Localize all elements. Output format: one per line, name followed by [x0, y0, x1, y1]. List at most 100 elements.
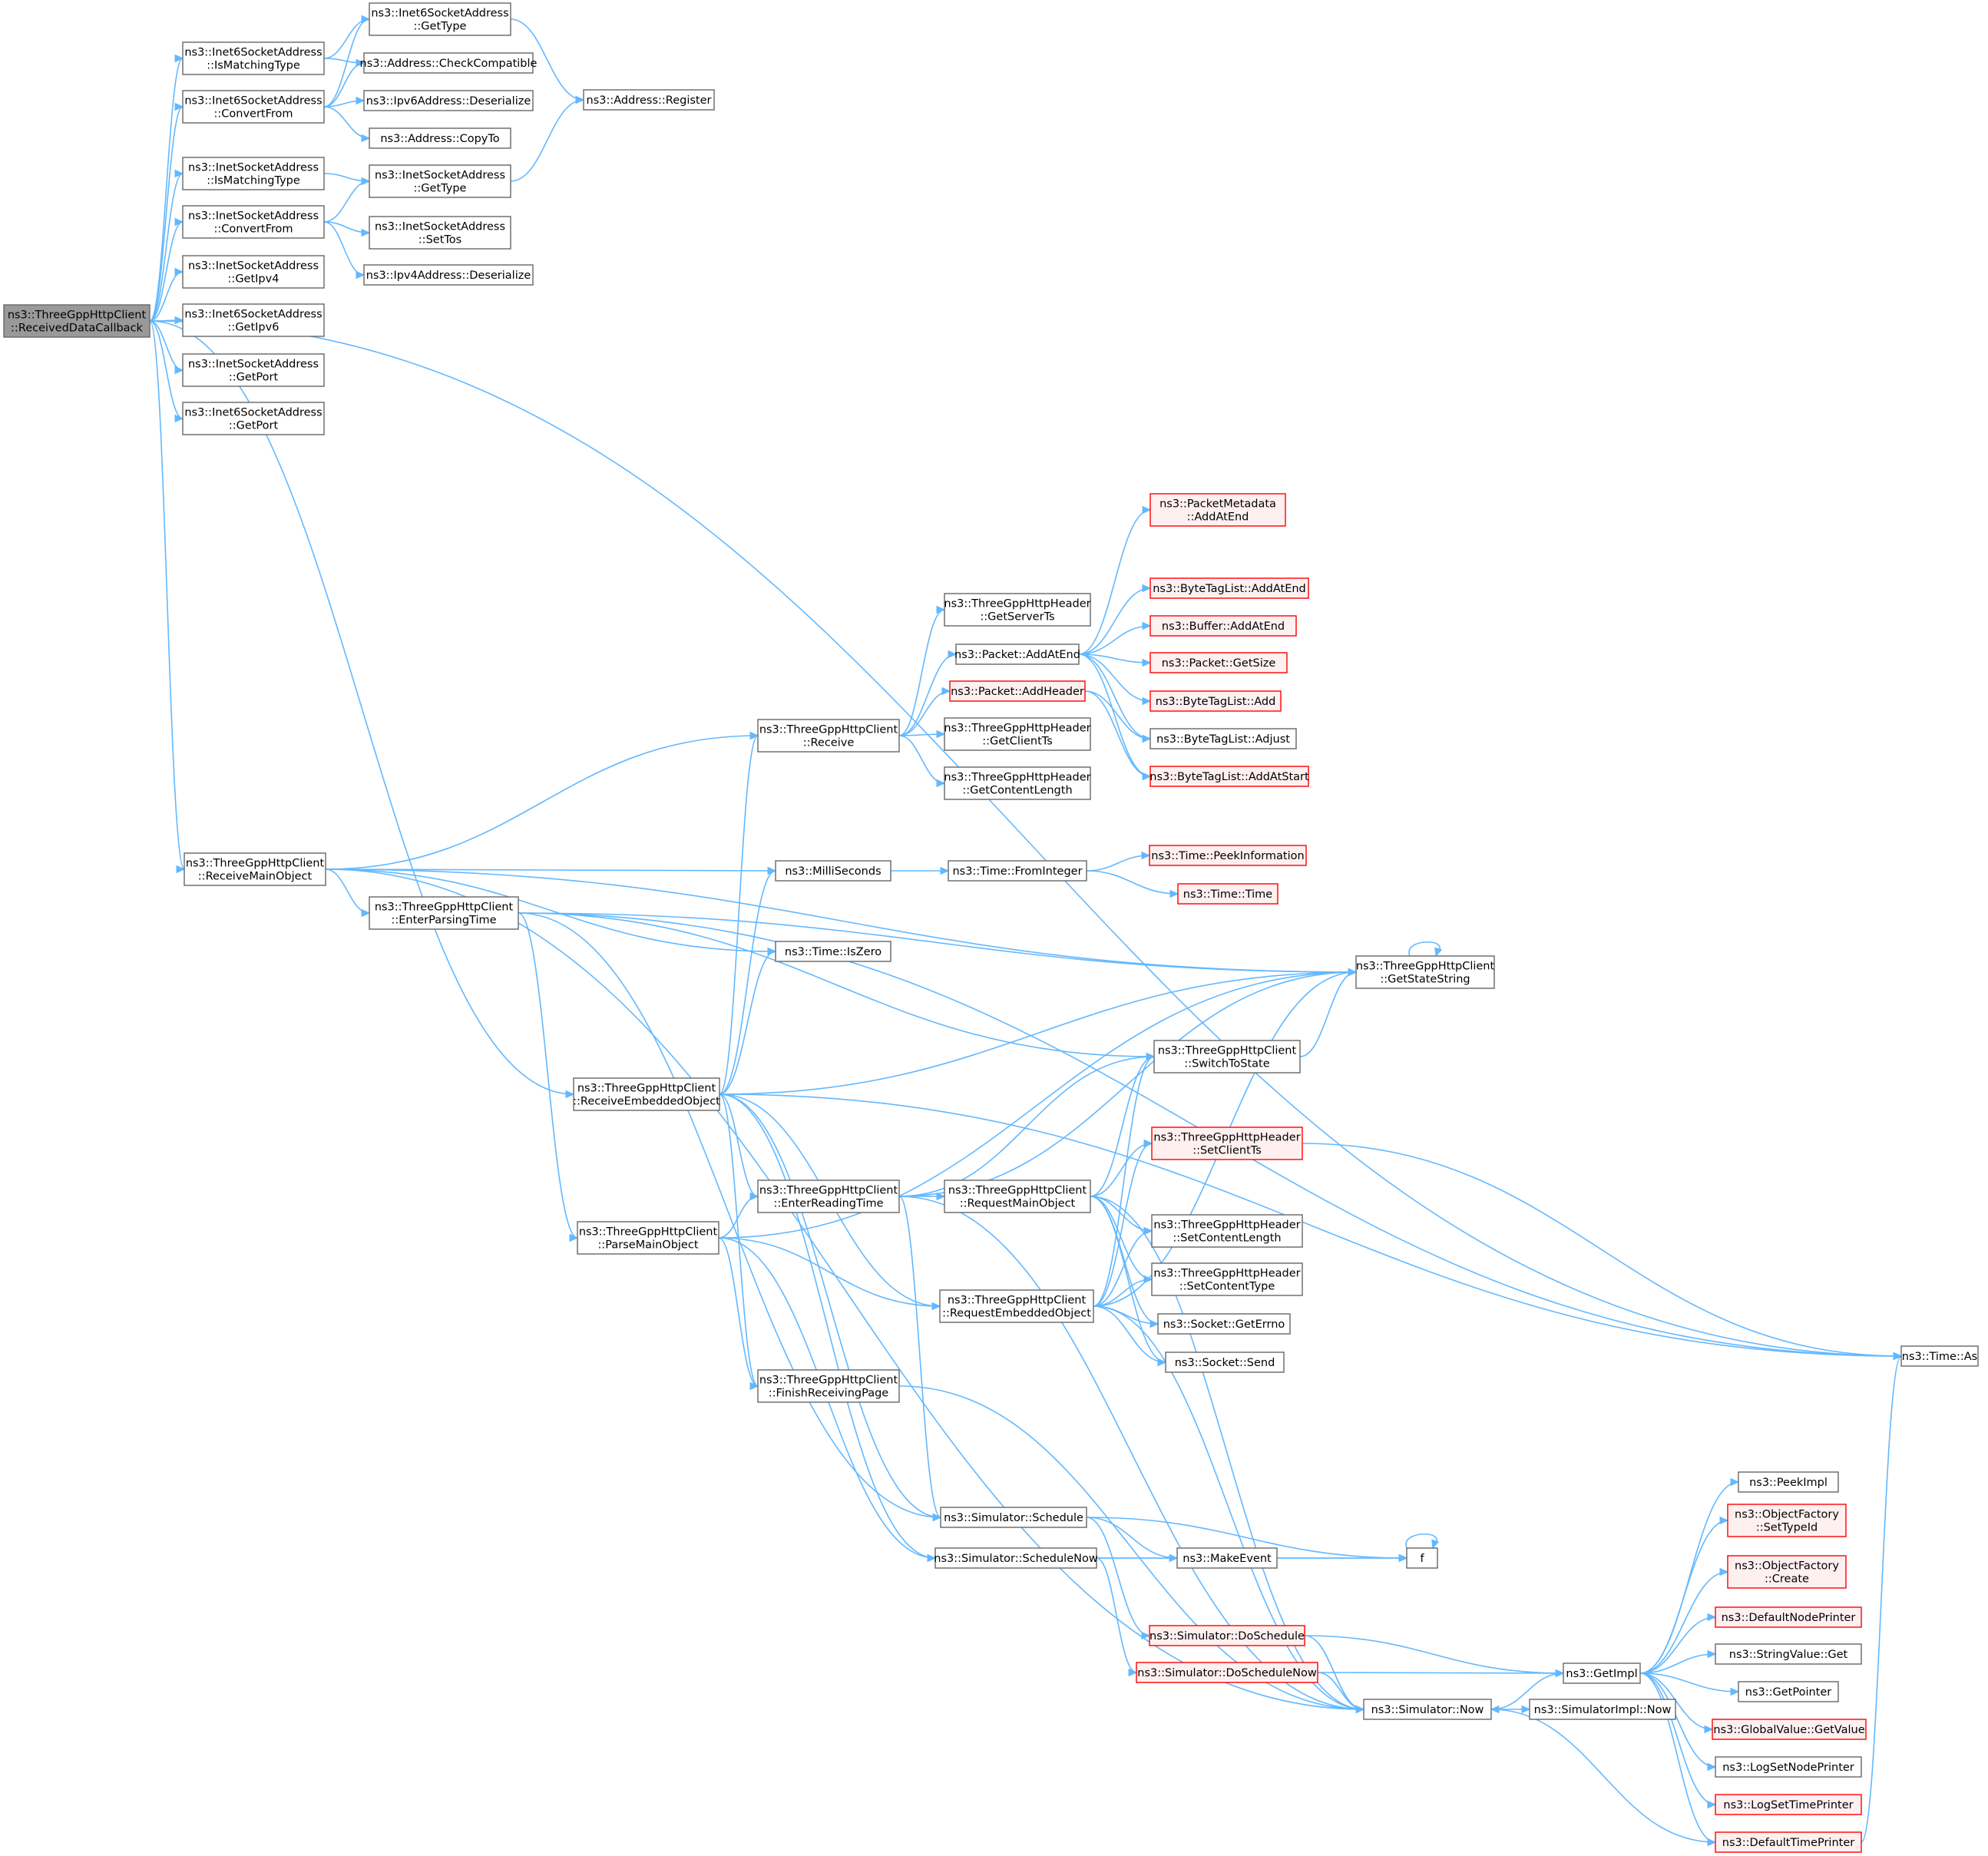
- edge-parse-main-to-req-emb: [718, 1237, 941, 1311]
- node-do-schedule[interactable]: ns3::Simulator::DoSchedule: [1149, 1625, 1305, 1646]
- node-btl-addatend[interactable]: ns3::ByteTagList::AddAtEnd: [1149, 577, 1309, 599]
- node-req-main[interactable]: ns3::ThreeGppHttpClient::RequestMainObje…: [944, 1179, 1091, 1213]
- edge-get-impl-to-get-pointer: [1639, 1672, 1740, 1696]
- edge-arrowhead: [356, 270, 366, 280]
- node-enter-parsing[interactable]: ns3::ThreeGppHttpClient::EnterParsingTim…: [369, 896, 519, 930]
- node-receive[interactable]: ns3::ThreeGppHttpClient::Receive: [757, 719, 900, 753]
- edge-arrowhead: [565, 1090, 575, 1099]
- node-make-event[interactable]: ns3::MakeEvent: [1176, 1547, 1278, 1569]
- node-i4-ismatch[interactable]: ns3::InetSocketAddress::IsMatchingType: [182, 157, 325, 190]
- node-hdr-setcontlen[interactable]: ns3::ThreeGppHttpHeader::SetContentLengt…: [1151, 1214, 1303, 1248]
- node-label: ns3::ThreeGppHttpClient: [759, 724, 898, 736]
- node-get-state-str[interactable]: ns3::ThreeGppHttpClient::GetStateString: [1355, 955, 1495, 989]
- node-simimpl-now[interactable]: ns3::SimulatorImpl::Now: [1529, 1699, 1676, 1720]
- node-label: ::GetStateString: [1380, 974, 1470, 986]
- edge-root-to-i4-ismatch: [149, 169, 184, 322]
- edge-arrowhead: [569, 1233, 579, 1242]
- node-strval-get[interactable]: ns3::StringValue::Get: [1715, 1643, 1862, 1665]
- node-sock-send[interactable]: ns3::Socket::Send: [1165, 1351, 1285, 1373]
- node-label: ns3::MakeEvent: [1183, 1553, 1272, 1565]
- node-time-as[interactable]: ns3::Time::As: [1900, 1345, 1979, 1367]
- node-sim-schedule[interactable]: ns3::Simulator::Schedule: [940, 1507, 1087, 1528]
- node-box: [182, 303, 325, 337]
- node-addr-copyto[interactable]: ns3::Address::CopyTo: [369, 127, 511, 149]
- node-hdr-clientts[interactable]: ns3::ThreeGppHttpHeader::GetClientTs: [944, 717, 1091, 751]
- node-addr-check[interactable]: ns3::Address::CheckCompatible: [360, 52, 538, 74]
- node-do-schednow[interactable]: ns3::Simulator::DoScheduleNow: [1136, 1662, 1318, 1683]
- node-i6-ismatch[interactable]: ns3::Inet6SocketAddress::IsMatchingType: [182, 41, 325, 75]
- node-ipv6-deser[interactable]: ns3::Ipv6Address::Deserialize: [363, 90, 534, 111]
- edge-line: [325, 735, 759, 870]
- node-time-time[interactable]: ns3::Time::Time: [1177, 883, 1278, 905]
- node-finish-page[interactable]: ns3::ThreeGppHttpClient::FinishReceiving…: [757, 1369, 900, 1403]
- node-hdr-serverts[interactable]: ns3::ThreeGppHttpHeader::GetServerTs: [944, 593, 1091, 627]
- node-switch-state[interactable]: ns3::ThreeGppHttpClient::SwitchToState: [1153, 1040, 1301, 1074]
- node-i4-getport[interactable]: ns3::InetSocketAddress::GetPort: [182, 353, 325, 387]
- edge-do-schednow-to-sim-now: [1317, 1672, 1365, 1714]
- node-ipv4-deser[interactable]: ns3::Ipv4Address::Deserialize: [363, 264, 534, 286]
- edge-root-to-recv-emb: [149, 320, 575, 1099]
- node-label: ns3::ThreeGppHttpHeader: [1153, 1268, 1300, 1280]
- edge-receive-to-pkt-addatend: [898, 650, 958, 736]
- node-i4-gettype[interactable]: ns3::InetSocketAddress::GetType: [369, 164, 511, 198]
- node-hdr-setclientts[interactable]: ns3::ThreeGppHttpHeader::SetClientTs: [1151, 1127, 1303, 1160]
- edge-pkt-addheader-to-btl-adjust: [1084, 690, 1152, 743]
- node-hdr-setconttype[interactable]: ns3::ThreeGppHttpHeader::SetContentType: [1151, 1262, 1303, 1296]
- node-i4-getipv4[interactable]: ns3::InetSocketAddress::GetIpv4: [182, 255, 325, 289]
- node-box: [577, 1221, 719, 1255]
- node-def-node-printer[interactable]: ns3::DefaultNodePrinter: [1715, 1606, 1862, 1628]
- edge-recv-main-to-enter-parsing: [325, 868, 371, 918]
- node-i4-conv[interactable]: ns3::InetSocketAddress::ConvertFrom: [182, 205, 325, 239]
- node-get-impl[interactable]: ns3::GetImpl: [1563, 1662, 1641, 1684]
- node-of-create[interactable]: ns3::ObjectFactory::Create: [1727, 1555, 1847, 1589]
- node-peek-impl[interactable]: ns3::PeekImpl: [1738, 1471, 1839, 1493]
- node-gv-getvalue[interactable]: ns3::GlobalValue::GetValue: [1712, 1719, 1867, 1740]
- node-log-time-printer[interactable]: ns3::LogSetTimePrinter: [1715, 1794, 1862, 1815]
- edge-line: [719, 735, 759, 1095]
- node-get-pointer[interactable]: ns3::GetPointer: [1738, 1681, 1839, 1702]
- node-pmeta-addatend[interactable]: ns3::PacketMetadata::AddAtEnd: [1149, 493, 1286, 527]
- node-root[interactable]: ns3::ThreeGppHttpClient::ReceivedDataCal…: [3, 304, 151, 338]
- edge-root-to-i6-conv: [149, 102, 184, 322]
- node-enter-reading[interactable]: ns3::ThreeGppHttpClient::EnterReadingTim…: [757, 1179, 900, 1213]
- node-time-fromint[interactable]: ns3::Time::FromInteger: [948, 860, 1087, 882]
- node-i6-getport[interactable]: ns3::Inet6SocketAddress::GetPort: [182, 402, 325, 435]
- node-pkt-addatend[interactable]: ns3::Packet::AddAtEnd: [954, 643, 1080, 665]
- node-sim-now[interactable]: ns3::Simulator::Now: [1363, 1699, 1492, 1720]
- node-box: [1151, 1214, 1303, 1248]
- node-recv-emb[interactable]: ns3::ThreeGppHttpClient::ReceiveEmbedded…: [573, 1077, 720, 1111]
- node-i6-gettype[interactable]: ns3::Inet6SocketAddress::GetType: [369, 2, 511, 36]
- node-parse-main[interactable]: ns3::ThreeGppHttpClient::ParseMainObject: [577, 1221, 719, 1255]
- node-label: ::GetType: [414, 183, 467, 195]
- node-recv-main[interactable]: ns3::ThreeGppHttpClient::ReceiveMainObje…: [184, 852, 326, 886]
- node-def-time-printer[interactable]: ns3::DefaultTimePrinter: [1715, 1831, 1862, 1853]
- node-of-settypeid[interactable]: ns3::ObjectFactory::SetTypeId: [1727, 1504, 1847, 1537]
- edge-i4-conv-to-i4-settos: [323, 221, 371, 237]
- node-box: [1157, 1313, 1291, 1335]
- node-i4-settos[interactable]: ns3::InetSocketAddress::SetTos: [369, 216, 511, 250]
- edge-line: [719, 1093, 936, 1559]
- node-log-node-printer[interactable]: ns3::LogSetNodePrinter: [1715, 1756, 1862, 1778]
- node-btl-addatstart[interactable]: ns3::ByteTagList::AddAtStart: [1149, 766, 1309, 787]
- node-i6-getipv6[interactable]: ns3::Inet6SocketAddress::GetIpv6: [182, 303, 325, 337]
- node-millis[interactable]: ns3::MilliSeconds: [775, 860, 891, 882]
- node-time-peek[interactable]: ns3::Time::PeekInformation: [1149, 845, 1307, 866]
- node-pkt-addheader[interactable]: ns3::Packet::AddHeader: [949, 680, 1086, 702]
- node-i6-conv[interactable]: ns3::Inet6SocketAddress::ConvertFrom: [182, 90, 325, 124]
- node-req-emb[interactable]: ns3::ThreeGppHttpClient::RequestEmbedded…: [939, 1289, 1094, 1323]
- node-sock-errno[interactable]: ns3::Socket::GetErrno: [1157, 1313, 1291, 1335]
- node-box: [182, 353, 325, 387]
- edge-line: [1078, 653, 1151, 777]
- node-btl-add[interactable]: ns3::ByteTagList::Add: [1149, 690, 1282, 712]
- node-iszero[interactable]: ns3::Time::IsZero: [775, 941, 891, 962]
- node-btl-adjust[interactable]: ns3::ByteTagList::Adjust: [1149, 728, 1297, 749]
- node-hdr-contlen[interactable]: ns3::ThreeGppHttpHeader::GetContentLengt…: [944, 766, 1091, 800]
- node-pkt-getsize[interactable]: ns3::Packet::GetSize: [1149, 652, 1288, 673]
- node-f[interactable]: f: [1406, 1547, 1438, 1569]
- node-addr-register[interactable]: ns3::Address::Register: [583, 89, 715, 111]
- node-buf-addatend[interactable]: ns3::Buffer::AddAtEnd: [1149, 615, 1297, 637]
- edge-line: [1078, 653, 1151, 663]
- node-box: [1406, 1547, 1438, 1569]
- node-sim-schednow[interactable]: ns3::Simulator::ScheduleNow: [934, 1547, 1098, 1569]
- edge-arrowhead: [176, 865, 186, 874]
